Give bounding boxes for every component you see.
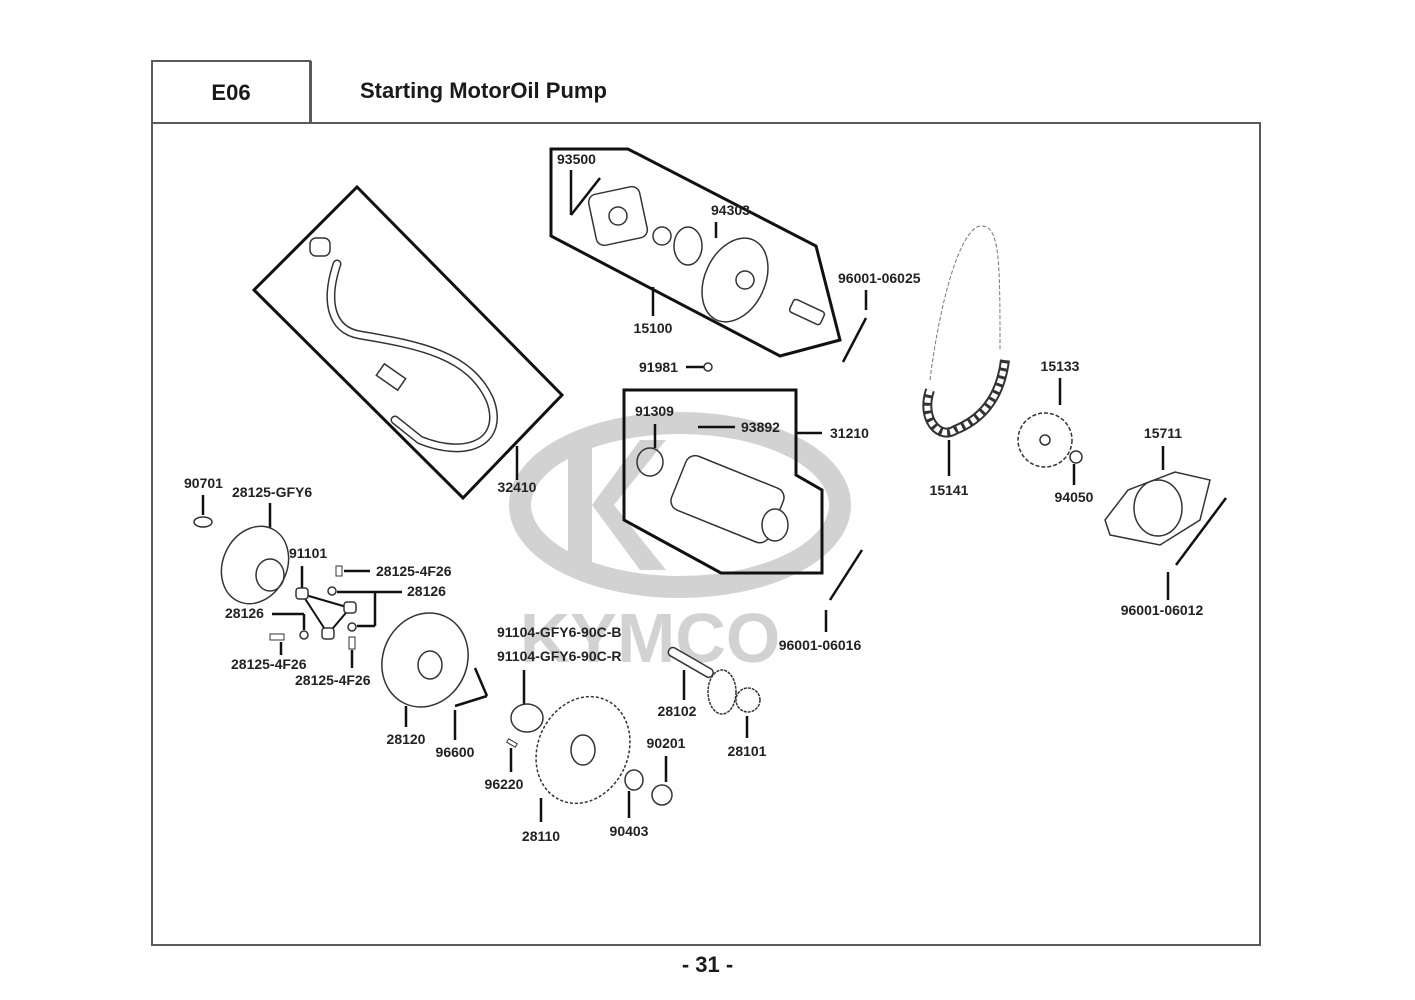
lock-nut xyxy=(651,784,673,806)
bolt-icon xyxy=(703,362,713,372)
part-label: 91101 xyxy=(289,545,327,561)
part-group-31210: 91309 93892 31210 xyxy=(622,388,869,575)
pump-cover-hub xyxy=(608,206,628,226)
part-label: 94050 xyxy=(1055,489,1094,505)
leader-line xyxy=(828,549,864,601)
spring-cap xyxy=(347,622,357,632)
roller xyxy=(321,627,335,640)
needle-bearing xyxy=(510,703,544,733)
part-group-15100: 93500 94303 15100 xyxy=(549,147,842,358)
nut-icon xyxy=(1069,450,1083,464)
kymco-watermark: KYMCO xyxy=(509,412,851,677)
spring-icon xyxy=(335,565,343,577)
part-label: 28102 xyxy=(658,703,697,719)
starter-clutch-housing xyxy=(381,612,469,708)
watermark-k-arm xyxy=(592,440,666,570)
part-label: 91104-GFY6-90C-R xyxy=(497,648,622,664)
pump-body xyxy=(701,237,769,323)
group-outline xyxy=(251,184,565,501)
part-label: 96001-06012 xyxy=(1121,602,1204,618)
group-outline xyxy=(549,147,842,358)
spring-icon xyxy=(348,636,356,650)
washer xyxy=(624,769,644,791)
pump-body-hole xyxy=(735,270,755,290)
part-label: 96001-06016 xyxy=(779,637,862,653)
part-label: 28120 xyxy=(387,731,426,747)
part-label: 28125-4F26 xyxy=(295,672,371,688)
part-label: 91981 xyxy=(639,359,678,375)
part-group-15141: 15141 xyxy=(922,225,1010,498)
part-label: 28125-GFY6 xyxy=(232,484,312,500)
part-label: 96001-06025 xyxy=(838,270,921,286)
starter-motor-end xyxy=(761,508,789,542)
part-label: 15141 xyxy=(930,482,969,498)
pump-shaft xyxy=(788,298,826,326)
outer-rotor xyxy=(673,226,703,266)
roller-link xyxy=(301,593,351,609)
part-label: 32410 xyxy=(498,479,537,495)
diagram-frame xyxy=(151,122,1261,946)
part-label: 93500 xyxy=(557,151,596,167)
pin-icon xyxy=(505,738,519,748)
spring-icon xyxy=(269,633,285,641)
roller xyxy=(295,587,309,600)
leader-line xyxy=(841,317,868,363)
page-number: - 31 - xyxy=(681,952,734,977)
part-label: 28101 xyxy=(728,743,767,759)
spring-cap xyxy=(327,586,337,596)
idle-gear xyxy=(707,669,737,715)
part-label: 90403 xyxy=(610,823,649,839)
pump-cover-plate xyxy=(1104,471,1211,546)
part-label: 96600 xyxy=(436,744,475,760)
roller-link xyxy=(301,593,329,635)
spring-cap xyxy=(299,630,309,640)
starter-driven-gear xyxy=(535,695,631,805)
leader-line xyxy=(454,694,488,708)
part-label: 91309 xyxy=(635,403,674,419)
clutch-housing-hub xyxy=(417,650,443,680)
watermark-ellipse xyxy=(509,412,851,598)
oil-pump-sprocket xyxy=(1017,412,1073,468)
part-label: 90701 xyxy=(184,475,223,491)
part-group-32410: 32410 xyxy=(251,184,565,501)
part-label: 90201 xyxy=(647,735,686,751)
page-title: Starting MotorOil Pump xyxy=(360,78,607,103)
terminal-cover xyxy=(375,362,407,392)
clutch-plate-hub xyxy=(255,558,285,592)
woodruff-key xyxy=(193,516,213,528)
roller xyxy=(343,601,357,614)
cover-plate-boss xyxy=(1133,479,1183,537)
leader-line xyxy=(570,177,601,216)
part-label: 15711 xyxy=(1144,425,1182,441)
part-label: 28125-4F26 xyxy=(231,656,307,672)
part-label: 28126 xyxy=(407,583,446,599)
terminal-cap xyxy=(309,237,331,257)
chain-outline xyxy=(929,225,1001,381)
watermark-k-stem xyxy=(568,440,592,570)
part-label: 28126 xyxy=(225,605,264,621)
leader-line xyxy=(473,667,489,697)
battery-cable xyxy=(326,259,498,453)
driven-gear-hub xyxy=(570,734,596,766)
part-label: 28125-4F26 xyxy=(376,563,452,579)
part-label: 93892 xyxy=(741,419,780,435)
part-label: 28110 xyxy=(522,828,560,844)
battery-cable-inner xyxy=(328,261,497,451)
inner-rotor xyxy=(652,226,672,246)
leader-line xyxy=(1174,497,1228,566)
part-label: 96220 xyxy=(485,776,524,792)
sprocket-hub xyxy=(1039,434,1051,446)
part-label: 91104-GFY6-90C-B xyxy=(497,624,622,640)
chain-links-inner xyxy=(924,359,1008,436)
group-outline xyxy=(622,388,824,575)
o-ring xyxy=(636,447,664,477)
idle-gear-pinion xyxy=(735,687,761,713)
one-way-clutch-plate xyxy=(220,525,290,605)
part-label: 94303 xyxy=(711,202,750,218)
pump-cover xyxy=(587,185,649,247)
part-label: 15133 xyxy=(1041,358,1080,374)
part-label: 31210 xyxy=(830,425,869,441)
part-label: 15100 xyxy=(634,320,673,336)
watermark-text: KYMCO xyxy=(520,599,781,677)
